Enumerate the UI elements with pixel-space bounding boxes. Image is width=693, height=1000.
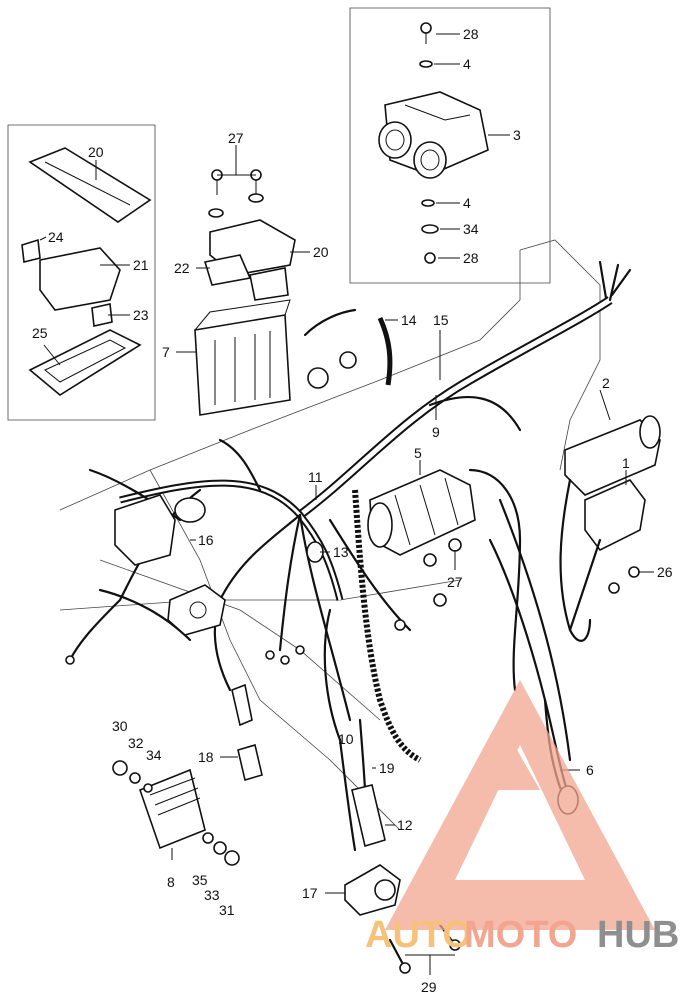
label-20-bracket: 20 [313,244,329,260]
label-28-top: 28 [463,26,479,42]
label-35: 35 [192,872,208,888]
bolt-26 [608,566,640,594]
battery-tray-25 [28,329,142,396]
label-13: 13 [333,544,349,560]
label-6: 6 [586,762,594,778]
washer-34-inset [421,224,439,234]
label-12: 12 [397,817,413,833]
washer-4-lower [421,199,435,207]
label-29: 29 [421,979,437,995]
sub-harness-11 [119,479,344,601]
label-17: 17 [302,885,318,901]
label-14: 14 [401,312,417,328]
label-26: 26 [657,564,673,580]
automotohub-watermark-text: AUTO MOTO HUB [365,914,679,956]
label-8: 8 [167,874,175,890]
label-20-strap: 20 [88,144,104,160]
label-32: 32 [128,735,144,751]
label-4-top: 4 [463,56,471,72]
clip-24 [21,238,41,263]
tube-12 [338,738,386,852]
switch-17 [344,864,401,916]
label-21: 21 [133,257,149,273]
terminal-ends [65,619,406,665]
fuse-holder [303,308,357,389]
battery-holder-inset-frame [7,124,156,421]
wire-10-19 [323,608,367,792]
label-19: 19 [379,760,395,776]
wire-14 [377,316,393,386]
label-27-lower: 27 [447,574,463,590]
bolts-27-lower [423,538,462,607]
main-harness-15 [297,260,632,519]
washer-4-top [419,60,433,68]
clip-23 [91,303,113,327]
label-34-lower: 34 [146,747,162,763]
label-18: 18 [198,749,214,765]
battery-7 [194,299,291,416]
spiral-tube [352,489,422,763]
part-labels: 28 4 3 4 34 28 20 24 21 23 25 27 20 22 7… [32,26,673,995]
regulator-16 [114,494,206,566]
ignition-coil-2 [564,415,661,496]
wire-9 [428,395,522,432]
label-2: 2 [602,375,610,391]
watermark-hub: HUB [597,914,679,956]
battery-cover-21 [39,247,121,311]
nut-28-lower [424,252,436,264]
label-28-lower: 28 [463,250,479,266]
fuse-18 [231,683,263,782]
label-10: 10 [338,731,354,747]
label-24: 24 [48,229,64,245]
ignition-coil-1 [584,479,646,552]
ignition-switch-inset-frame [349,7,551,284]
watermark-triangle [385,680,655,930]
label-27-upper: 27 [228,130,244,146]
label-1: 1 [622,455,630,471]
frame-outline [59,239,601,831]
label-34-inset: 34 [463,221,479,237]
starter-motor-5 [367,469,476,556]
automotohub-watermark-logo [385,680,655,930]
rubber-22 [203,254,289,301]
label-16: 16 [198,532,214,548]
label-15: 15 [433,312,449,328]
switch-housing-3 [378,91,489,179]
battery-strap-20 [28,147,152,223]
cover-8 [138,768,206,850]
label-4-lower: 4 [463,195,471,211]
label-5: 5 [414,445,422,461]
horn-bracket [167,584,226,636]
label-22: 22 [174,260,190,276]
bolts-27-upper [208,169,264,218]
label-31: 31 [219,902,235,918]
label-11: 11 [308,469,323,485]
label-23: 23 [133,307,149,323]
nuts-35-33-31 [202,832,240,866]
label-9: 9 [432,424,440,440]
label-25: 25 [32,325,48,341]
bolts-29 [388,923,461,974]
watermark-auto: AUTO [365,914,472,956]
label-7: 7 [162,344,170,360]
nuts-30-32-34 [112,760,153,793]
coil-leads [559,478,602,642]
bolt-28-top [420,22,432,44]
watermark-moto: MOTO [464,914,577,956]
label-3: 3 [513,127,521,143]
label-33: 33 [204,887,220,903]
label-30: 30 [112,718,128,734]
